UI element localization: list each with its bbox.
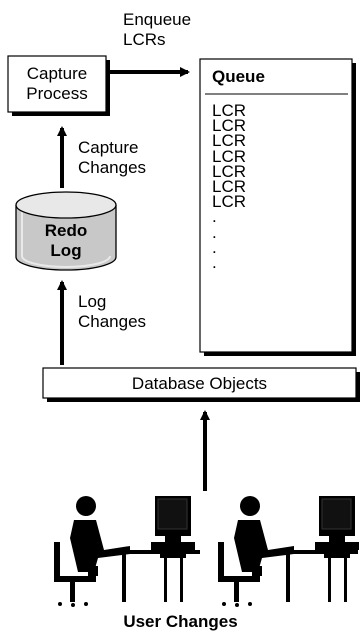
log-changes-label: Log Changes: [78, 292, 146, 332]
capture-changes-label-line: Capture: [78, 138, 139, 157]
queue-title: Queue: [212, 67, 265, 86]
queue-item: LCR: [212, 161, 247, 181]
user-workstation-icon: [54, 496, 200, 607]
capture-changes-label: Capture Changes: [78, 138, 146, 178]
redo-log-cylinder: [15, 191, 117, 271]
queue-item: LCR: [212, 131, 247, 151]
queue-item-list: LCR LCR LCR LCR LCR LCR LCR . . . .: [212, 101, 247, 272]
queue-item: .: [212, 222, 217, 242]
queue-item: LCR: [212, 176, 247, 196]
log-changes-label-line: Log: [78, 292, 107, 311]
enqueue-label-line: Enqueue: [123, 10, 192, 29]
queue-item: .: [212, 237, 217, 257]
queue-box: [199, 58, 353, 353]
capture-process-label-line: Capture: [26, 64, 88, 83]
queue-item: LCR: [212, 101, 247, 120]
user-workstation-icon: [218, 496, 359, 607]
database-objects-label: Database Objects: [131, 374, 268, 393]
capture-changes-label-line: Changes: [78, 158, 147, 177]
capture-process-label: Capture Process: [8, 64, 106, 104]
queue-item: .: [212, 207, 217, 227]
enqueue-label: Enqueue LCRs: [123, 10, 191, 50]
log-changes-label-line: Changes: [78, 312, 147, 331]
capture-process-box: [7, 55, 107, 113]
capture-process-label-line: Process: [26, 84, 88, 103]
queue-item: LCR: [212, 146, 247, 166]
database-objects-box: [42, 367, 357, 399]
redo-log-label-line: Log: [50, 241, 82, 260]
enqueue-label-line: LCRs: [123, 30, 166, 49]
queue-item: .: [212, 252, 217, 272]
queue-item: LCR: [212, 116, 247, 136]
user-changes-label: User Changes: [123, 612, 238, 631]
redo-log-label-line: Redo: [44, 221, 88, 240]
queue-item: LCR: [212, 192, 247, 212]
redo-log-label: Redo Log: [16, 221, 116, 261]
